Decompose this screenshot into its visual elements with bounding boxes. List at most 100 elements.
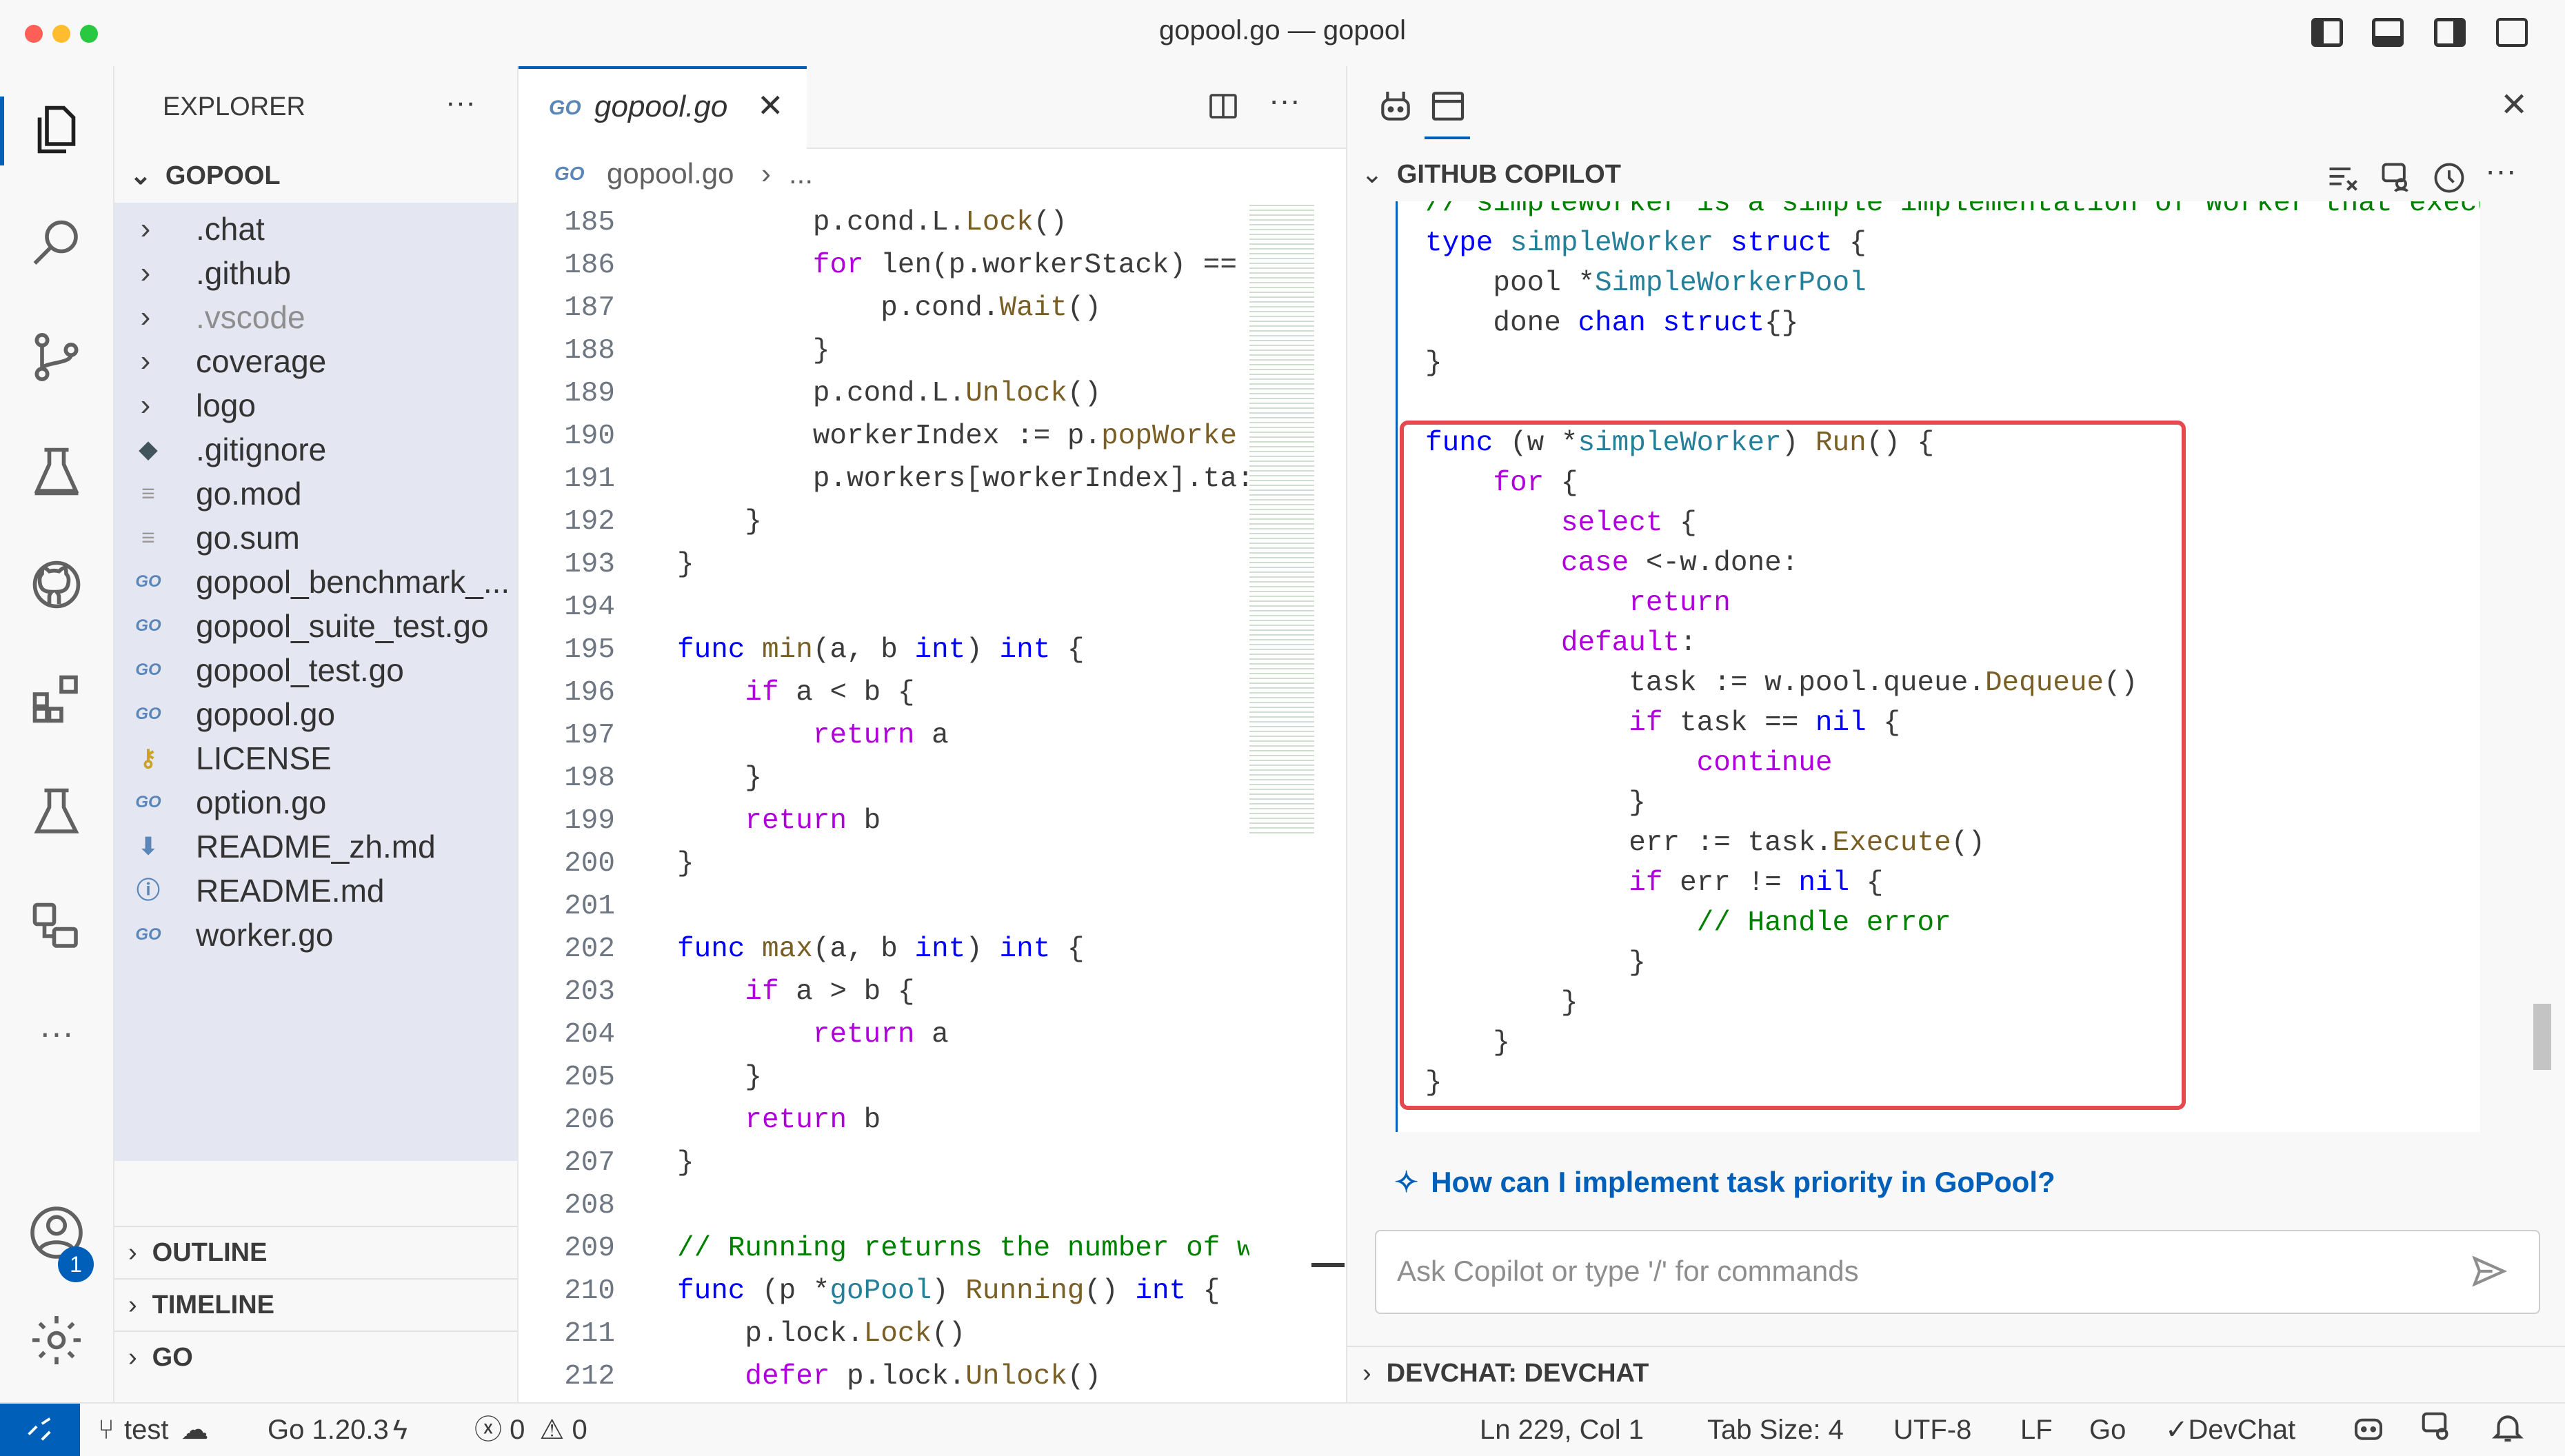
chat-code-line: select { <box>1560 507 1697 539</box>
editor-more-icon[interactable]: ··· <box>1269 82 1300 118</box>
chat-code-line: pool *SimpleWorkerPool <box>1425 267 1867 299</box>
toggle-panel-icon[interactable] <box>2372 18 2404 47</box>
source-control-icon[interactable] <box>28 328 86 386</box>
error-icon: ⓧ <box>474 1415 502 1445</box>
breadcrumb-file[interactable]: gopool.go <box>607 157 734 190</box>
clear-chat-icon[interactable] <box>2325 160 2361 199</box>
code-text: return a <box>812 1019 949 1051</box>
branch-button[interactable]: ⑂test☁ <box>98 1412 208 1448</box>
accounts-icon[interactable] <box>28 1204 86 1262</box>
close-window-button[interactable] <box>25 25 43 43</box>
tree-item[interactable]: GO gopool.go <box>114 692 517 736</box>
tree-item[interactable]: ›.vscode <box>114 295 517 339</box>
tree-item[interactable]: ⚷LICENSE <box>114 736 517 780</box>
tab-size[interactable]: Tab Size: 4 <box>1707 1415 1844 1445</box>
go-file-icon: GO <box>135 705 161 723</box>
encoding[interactable]: UTF-8 <box>1893 1415 1972 1445</box>
problems-button[interactable]: ⓧ 0 ⚠ 0 <box>474 1412 587 1448</box>
test-beaker-icon[interactable] <box>28 783 86 841</box>
tab-gopool-go[interactable]: GO gopool.go ✕ <box>519 66 807 149</box>
notifications-bell-icon[interactable] <box>2489 1409 2526 1455</box>
sync-cloud-icon: ☁ <box>181 1415 209 1445</box>
line-number: 192 <box>564 506 615 538</box>
more-views-icon[interactable]: ··· <box>39 1013 74 1052</box>
chevron-right-icon: › <box>140 212 151 245</box>
tree-item-label: gopool_test.go <box>196 652 404 688</box>
breadcrumb-more[interactable]: ... <box>789 157 814 190</box>
minimize-window-button[interactable] <box>52 25 70 43</box>
split-editor-icon[interactable] <box>1207 90 1240 126</box>
cursor-position[interactable]: Ln 229, Col 1 <box>1480 1415 1644 1445</box>
settings-gear-icon[interactable] <box>28 1311 86 1369</box>
testing-flask-icon[interactable] <box>28 443 86 501</box>
tree-item[interactable]: ⬇README_zh.md <box>114 825 517 869</box>
copilot-section-header[interactable]: ⌄GITHUB COPILOT <box>1361 159 1621 190</box>
line-number: 202 <box>564 933 615 965</box>
chat-scrollbar-thumb[interactable] <box>2533 1004 2551 1070</box>
explorer-files-icon[interactable] <box>28 101 86 159</box>
code-text: workerIndex := p.popWorke <box>677 421 1237 452</box>
toggle-primary-sidebar-icon[interactable] <box>2311 18 2343 47</box>
history-icon[interactable] <box>2431 160 2467 199</box>
panel-window-icon[interactable] <box>1429 87 1467 129</box>
remote-explorer-icon[interactable] <box>28 898 86 956</box>
copilot-status-icon[interactable] <box>2350 1409 2387 1455</box>
close-tab-icon[interactable]: ✕ <box>757 88 784 123</box>
go-file-icon: GO <box>135 925 161 944</box>
code-text: if a > b { <box>745 976 915 1008</box>
tree-item-label: gopool.go <box>196 696 336 732</box>
devchat-status-button[interactable]: ✓DevChat <box>2165 1412 2295 1448</box>
extensions-icon[interactable] <box>28 670 86 728</box>
copilot-more-icon[interactable]: ··· <box>2485 152 2517 188</box>
title-bar: gopool.go — gopool <box>0 0 2565 68</box>
feedback-icon[interactable] <box>2419 1409 2456 1455</box>
section-timeline[interactable]: ›TIMELINE <box>114 1278 517 1331</box>
code-text: return b <box>745 1104 881 1136</box>
github-icon[interactable] <box>28 556 86 614</box>
tree-item[interactable]: ≡go.mod <box>114 472 517 516</box>
explorer-more-icon[interactable]: ··· <box>445 85 476 119</box>
language-mode[interactable]: Go <box>2089 1415 2126 1445</box>
line-ending[interactable]: LF <box>2020 1415 2053 1445</box>
accounts-badge: 1 <box>58 1246 94 1282</box>
search-icon[interactable] <box>28 215 86 273</box>
toggle-secondary-sidebar-icon[interactable] <box>2434 18 2466 47</box>
folder-gopool[interactable]: ⌄GOPOOL <box>130 160 281 191</box>
copilot-input[interactable]: Ask Copilot or type '/' for commands <box>1375 1230 2540 1314</box>
section-label: GO <box>152 1343 193 1372</box>
close-panel-icon[interactable]: ✕ <box>2500 87 2528 123</box>
copilot-chat-icon[interactable] <box>1376 87 1415 129</box>
minimap[interactable] <box>1249 201 1314 836</box>
suggestion-link[interactable]: ✧How can I implement task priority in Go… <box>1394 1165 2055 1199</box>
remote-indicator-button[interactable] <box>0 1404 80 1456</box>
chat-code-line: for { <box>1493 467 1578 499</box>
tree-item[interactable]: ›.github <box>114 251 517 295</box>
customize-layout-icon[interactable] <box>2496 18 2528 47</box>
tree-item[interactable]: ◆.gitignore <box>114 427 517 472</box>
line-number: 191 <box>564 463 615 495</box>
code-area[interactable]: 185 p.cond.L.Lock()186 for len(p.workerS… <box>519 201 1249 1401</box>
chat-code-line: case <-w.done: <box>1560 547 1799 579</box>
line-number: 209 <box>564 1233 615 1264</box>
send-icon[interactable] <box>2470 1252 2508 1294</box>
tree-item[interactable]: ›.chat <box>114 207 517 251</box>
tree-item[interactable]: ›coverage <box>114 339 517 383</box>
devchat-section-header[interactable]: ›DEVCHAT: DEVCHAT <box>1347 1346 2565 1404</box>
section-outline[interactable]: ›OUTLINE <box>114 1226 517 1278</box>
section-go[interactable]: ›GO <box>114 1331 517 1383</box>
tree-item[interactable]: ›logo <box>114 383 517 427</box>
maximize-window-button[interactable] <box>80 25 98 43</box>
tree-item[interactable]: ≡go.sum <box>114 516 517 560</box>
tree-item-label: LICENSE <box>196 740 332 776</box>
line-number: 204 <box>564 1019 615 1051</box>
chat-sessions-icon[interactable] <box>2379 160 2415 199</box>
code-text: } <box>677 848 694 880</box>
section-title: GITHUB COPILOT <box>1396 160 1621 189</box>
